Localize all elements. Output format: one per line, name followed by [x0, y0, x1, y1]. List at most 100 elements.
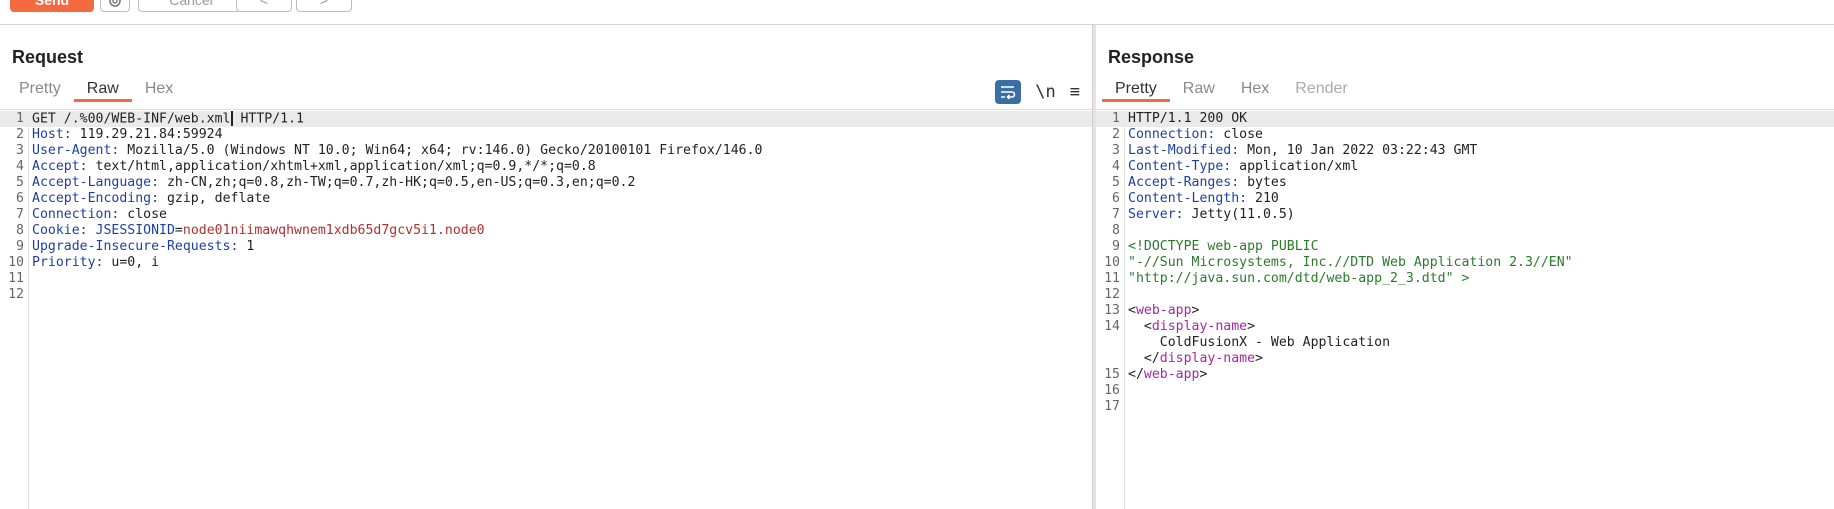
line-number: 10	[1104, 255, 1120, 270]
top-toolbar: Send Cancel < >	[0, 0, 1834, 25]
code-token: Cookie:	[32, 223, 88, 238]
code-token: 1	[238, 239, 255, 254]
response-line: ColdFusionX - Web Application	[1096, 335, 1834, 351]
send-button[interactable]: Send	[10, 0, 94, 12]
line-number: 3	[1112, 143, 1120, 158]
line-number: 5	[1112, 175, 1120, 190]
code-token: >	[1255, 351, 1263, 366]
tab-response-raw[interactable]: Raw	[1182, 80, 1215, 97]
code-token: </	[1128, 367, 1144, 382]
pane-splitter[interactable]	[1092, 25, 1096, 509]
code-token: Priority:	[32, 255, 104, 270]
response-line: 9 <!DOCTYPE web-app PUBLIC	[1096, 239, 1834, 255]
line-number: 5	[16, 175, 24, 190]
response-title: Response	[1108, 47, 1195, 67]
cancel-button[interactable]: Cancel	[138, 0, 244, 12]
line-number: 12	[1104, 287, 1120, 302]
line-content: </web-app>	[1128, 367, 1207, 383]
text-cursor	[230, 111, 233, 126]
line-number: 7	[16, 207, 24, 222]
line-number: 14	[1104, 319, 1120, 334]
code-token: Accept:	[32, 159, 88, 174]
forward-arrow-icon: >	[319, 0, 329, 8]
response-line: 6 Content-Length: 210	[1096, 191, 1834, 207]
line-number: 6	[1112, 191, 1120, 206]
response-line: 15</web-app>	[1096, 367, 1834, 383]
code-token: >	[1191, 303, 1200, 318]
line-number: 9	[16, 239, 24, 254]
line-number: 2	[16, 127, 24, 142]
code-token: Accept-Language:	[32, 175, 160, 190]
code-token: Connection:	[1128, 127, 1216, 142]
line-number: 13	[1104, 303, 1120, 318]
code-token: <	[1128, 319, 1152, 334]
code-token: Content-Length:	[1128, 191, 1248, 206]
line-number: 6	[16, 191, 24, 206]
code-token: node01niimawqhwnem1xdb65d7gcv5i1.node0	[182, 223, 485, 238]
tab-response-hex[interactable]: Hex	[1240, 80, 1270, 97]
line-number: 2	[1112, 127, 1120, 142]
tab-request-hex[interactable]: Hex	[144, 80, 174, 97]
response-line: 16	[1096, 383, 1834, 399]
line-number: 17	[1104, 399, 1120, 414]
response-line: 13<web-app>	[1096, 303, 1834, 319]
code-token: gzip, deflate	[159, 191, 271, 206]
response-line-gutter	[1096, 111, 1125, 509]
code-token: <	[1128, 303, 1136, 318]
code-token: Mozilla/5.0 (Windows NT 10.0; Win64; x64…	[119, 143, 763, 158]
line-number: 12	[8, 287, 24, 302]
tab-request-raw[interactable]: Raw	[73, 78, 132, 102]
code-token: Accept-Encoding:	[32, 191, 160, 206]
menu-icon[interactable]: ≡	[1069, 82, 1080, 102]
code-token: <!DOCTYPE web-app PUBLIC	[1128, 239, 1319, 254]
code-token: ColdFusionX - Web Application	[1128, 335, 1391, 350]
line-number: 1	[1112, 111, 1120, 126]
line-content: Accept-Language: zh-CN,zh;q=0.8,zh-TW;q=…	[32, 175, 635, 191]
wrap-lines-icon[interactable]	[995, 80, 1022, 104]
request-tab-divider	[0, 109, 1092, 110]
request-line-gutter	[0, 111, 29, 509]
code-token: 210	[1247, 191, 1279, 206]
line-number: 4	[16, 159, 24, 174]
line-number: 9	[1112, 239, 1120, 254]
request-title: Request	[12, 47, 84, 67]
code-token: Mon, 10 Jan 2022 03:22:43 GMT	[1239, 143, 1478, 158]
tab-response-pretty[interactable]: Pretty	[1102, 78, 1170, 102]
line-number: 8	[1112, 223, 1120, 238]
code-token: close	[1215, 127, 1263, 142]
newline-icon[interactable]: \n	[1035, 82, 1056, 102]
cancel-label: Cancel	[169, 0, 213, 8]
tab-request-pretty[interactable]: Pretty	[19, 80, 61, 97]
history-forward-button[interactable]: >	[296, 0, 352, 12]
tab-response-render[interactable]: Render	[1295, 80, 1348, 97]
line-number: 4	[1112, 159, 1120, 174]
history-back-button[interactable]: <	[236, 0, 292, 12]
code-token: Content-Type:	[1128, 159, 1232, 174]
code-token: GET /.%00/WEB-INF/web.xml	[32, 111, 231, 127]
response-line: 17	[1096, 399, 1834, 415]
code-token: Connection:	[32, 207, 120, 222]
settings-button[interactable]	[100, 0, 130, 12]
code-token: Server:	[1128, 207, 1184, 222]
line-number: 7	[1112, 207, 1120, 222]
request-line: 6 Accept-Encoding: gzip, deflate	[0, 191, 1092, 207]
line-number: 16	[1104, 383, 1120, 398]
code-token: 119.29.21.84:59924	[71, 127, 223, 142]
code-token: =	[174, 223, 183, 238]
line-content: Connection: close	[1128, 127, 1263, 143]
code-token: display-name	[1151, 319, 1248, 334]
line-number: 11	[8, 271, 24, 286]
line-number: 11	[1104, 271, 1120, 286]
response-line: 10"-//Sun Microsystems, Inc.//DTD Web Ap…	[1096, 255, 1834, 271]
line-content: Accept-Ranges: bytes	[1128, 175, 1287, 191]
line-content: "http://java.sun.com/dtd/web-app_2_3.dtd…	[1128, 271, 1469, 287]
response-line: 12	[1096, 287, 1834, 303]
